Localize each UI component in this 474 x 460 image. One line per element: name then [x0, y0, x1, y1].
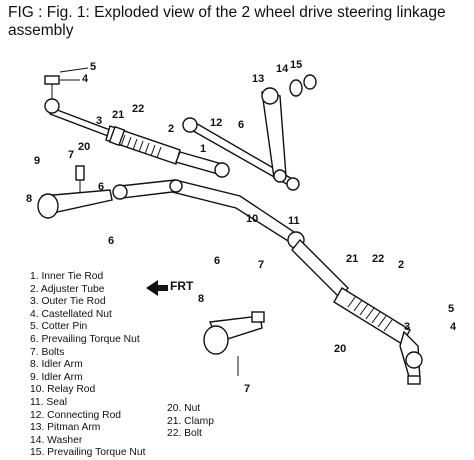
legend-item: 9. Idler Arm — [30, 371, 83, 383]
callout-label: 4 — [450, 321, 457, 333]
steering-linkage-diagram: FRT 5 4 13 14 15 22 21 3 12 6 1 2 9 7 20… — [26, 59, 457, 395]
callout-label: 20 — [334, 343, 346, 355]
callout-label: 3 — [404, 321, 410, 333]
legend-item: 13. Pitman Arm — [30, 422, 101, 434]
callout-label: 15 — [290, 59, 302, 71]
parts-legend-left: 1. Inner Tie Rod 2. Adjuster Tube 3. Out… — [30, 271, 145, 460]
callout-label: 9 — [34, 155, 40, 167]
callout-label: 7 — [68, 149, 74, 161]
page-title: FIG : Fig. 1: Exploded view of the 2 whe… — [8, 4, 446, 39]
legend-item: 10. Relay Rod — [30, 384, 96, 396]
frt-label: FRT — [170, 279, 194, 293]
legend-item: 12. Connecting Rod — [30, 409, 122, 421]
legend-item: 22. Bolt — [167, 428, 202, 440]
legend-item: 6. Prevailing Torque Nut — [30, 333, 140, 345]
callout-label: 21 — [346, 253, 358, 265]
callout-label: 13 — [252, 73, 264, 85]
callout-label: 10 — [246, 213, 258, 225]
callout-label: 4 — [82, 73, 89, 85]
callout-label: 5 — [448, 303, 454, 315]
legend-item: 15. Prevailing Torque Nut — [30, 447, 146, 459]
legend-item: 8. Idler Arm — [30, 359, 83, 371]
callout-label: 8 — [198, 293, 204, 305]
legend-item: 2. Adjuster Tube — [30, 283, 105, 295]
legend-item: 1. Inner Tie Rod — [30, 271, 104, 282]
callout-label: 12 — [210, 117, 222, 129]
upper-idler-arm-part — [37, 165, 113, 219]
callout-label: 1 — [200, 143, 206, 155]
callout-label: 3 — [96, 115, 102, 127]
callout-label: 22 — [372, 253, 384, 265]
callout-label: 6 — [108, 235, 114, 247]
callout-label: 22 — [132, 103, 144, 115]
legend-item: 4. Castellated Nut — [30, 308, 112, 320]
callout-label: 2 — [398, 259, 404, 271]
callout-label: 7 — [258, 259, 264, 271]
callout-label: 14 — [276, 63, 289, 75]
front-direction-arrow: FRT — [146, 279, 194, 296]
callout-label: 11 — [288, 215, 300, 227]
callout-label: 6 — [98, 181, 104, 193]
callout-label: 7 — [244, 383, 250, 395]
connecting-rod-part — [182, 117, 300, 191]
legend-item: 11. Seal — [30, 396, 68, 408]
callout-label: 6 — [238, 119, 244, 131]
legend-item: 5. Cotter Pin — [30, 321, 88, 333]
parts-legend-right: 20. Nut 21. Clamp 22. Bolt — [167, 403, 214, 441]
legend-item: 20. Nut — [167, 403, 201, 414]
callout-label: 6 — [214, 255, 220, 267]
callout-label: 8 — [26, 193, 32, 205]
callout-group: 5 4 13 14 15 22 21 3 12 6 1 2 9 7 20 6 8… — [26, 59, 457, 395]
upper-tie-rod-assembly — [44, 75, 230, 178]
callout-label: 2 — [168, 123, 174, 135]
callout-label: 21 — [112, 109, 124, 121]
lower-adjuster-hatch — [347, 295, 393, 332]
legend-item: 7. Bolts — [30, 346, 65, 358]
legend-item: 3. Outer Tie Rod — [30, 296, 106, 308]
adjuster-hatch — [120, 134, 162, 159]
lower-idler-arm-part — [203, 311, 265, 376]
callout-label: 20 — [78, 141, 90, 153]
callout-label: 5 — [90, 61, 96, 73]
lower-tie-rod-assembly — [291, 238, 423, 385]
relay-rod-part — [112, 179, 305, 249]
legend-item: 14. Washer — [30, 434, 83, 446]
pitman-arm-part — [261, 74, 317, 183]
legend-item: 21. Clamp — [167, 415, 214, 427]
